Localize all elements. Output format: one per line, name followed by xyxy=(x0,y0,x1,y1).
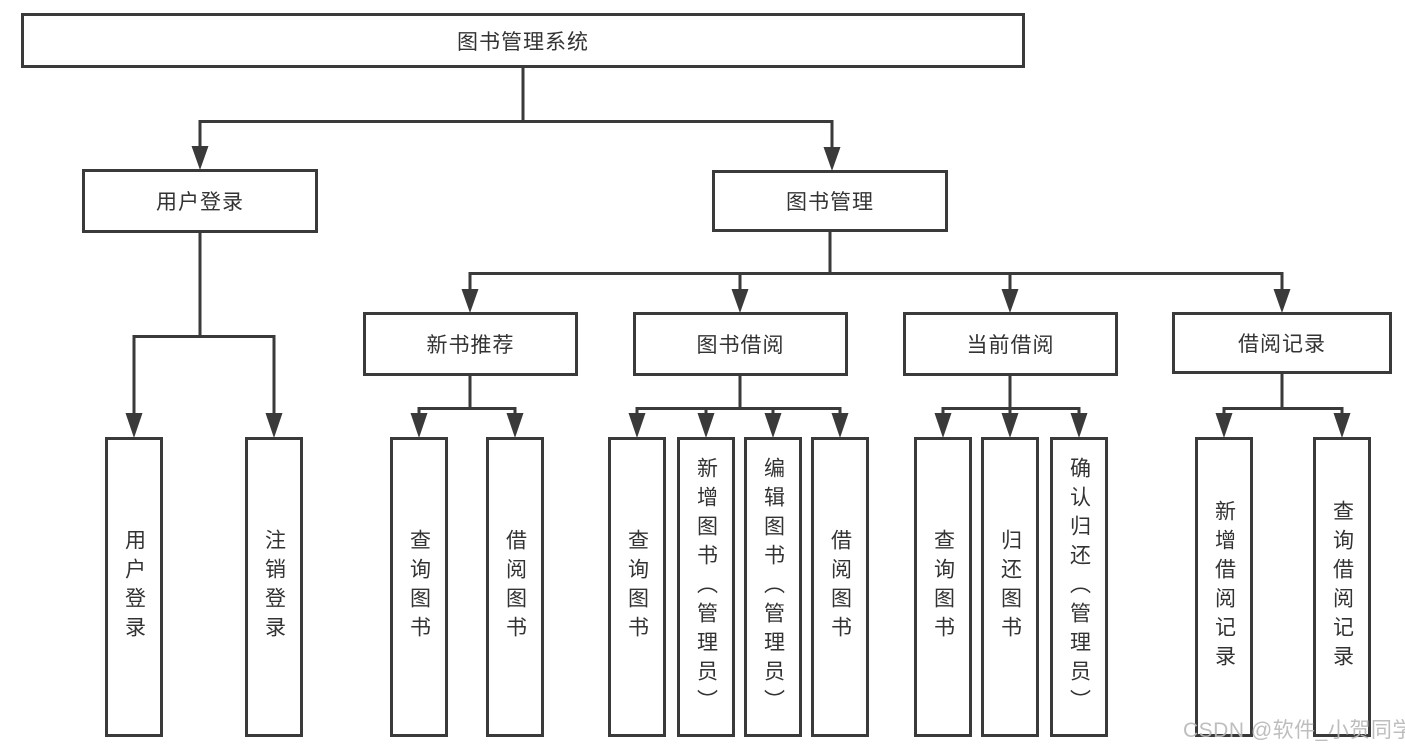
node-new-book-recommend: 新书推荐 xyxy=(363,312,578,376)
leaf-record-add: 新增借阅记录 xyxy=(1195,437,1253,737)
leaf-logout: 注销登录 xyxy=(245,437,303,737)
leaf-current-confirm-admin: 确认归还（管理员） xyxy=(1050,437,1108,737)
leaf-newbook-borrow: 借阅图书 xyxy=(486,437,544,737)
leaf-current-query: 查询图书 xyxy=(914,437,972,737)
leaf-borrow-add-admin: 新增图书（管理员） xyxy=(677,437,735,737)
leaf-user-login: 用户登录 xyxy=(105,437,163,737)
arrowhead-icons xyxy=(125,146,1351,438)
csdn-watermark: CSDN @软件_小贺同学 xyxy=(1183,719,1405,742)
node-book-borrow: 图书借阅 xyxy=(633,312,848,376)
leaf-newbook-query: 查询图书 xyxy=(390,437,448,737)
leaf-borrow-edit-admin: 编辑图书（管理员） xyxy=(744,437,802,737)
leaf-current-return: 归还图书 xyxy=(981,437,1039,737)
leaf-borrow-book: 借阅图书 xyxy=(811,437,869,737)
leaf-borrow-query: 查询图书 xyxy=(608,437,666,737)
node-root-system: 图书管理系统 xyxy=(21,13,1025,68)
node-user-login: 用户登录 xyxy=(82,169,318,233)
node-current-borrow: 当前借阅 xyxy=(903,312,1118,376)
node-borrow-records: 借阅记录 xyxy=(1172,312,1392,374)
node-book-management: 图书管理 xyxy=(712,170,948,232)
leaf-record-query: 查询借阅记录 xyxy=(1313,437,1371,737)
